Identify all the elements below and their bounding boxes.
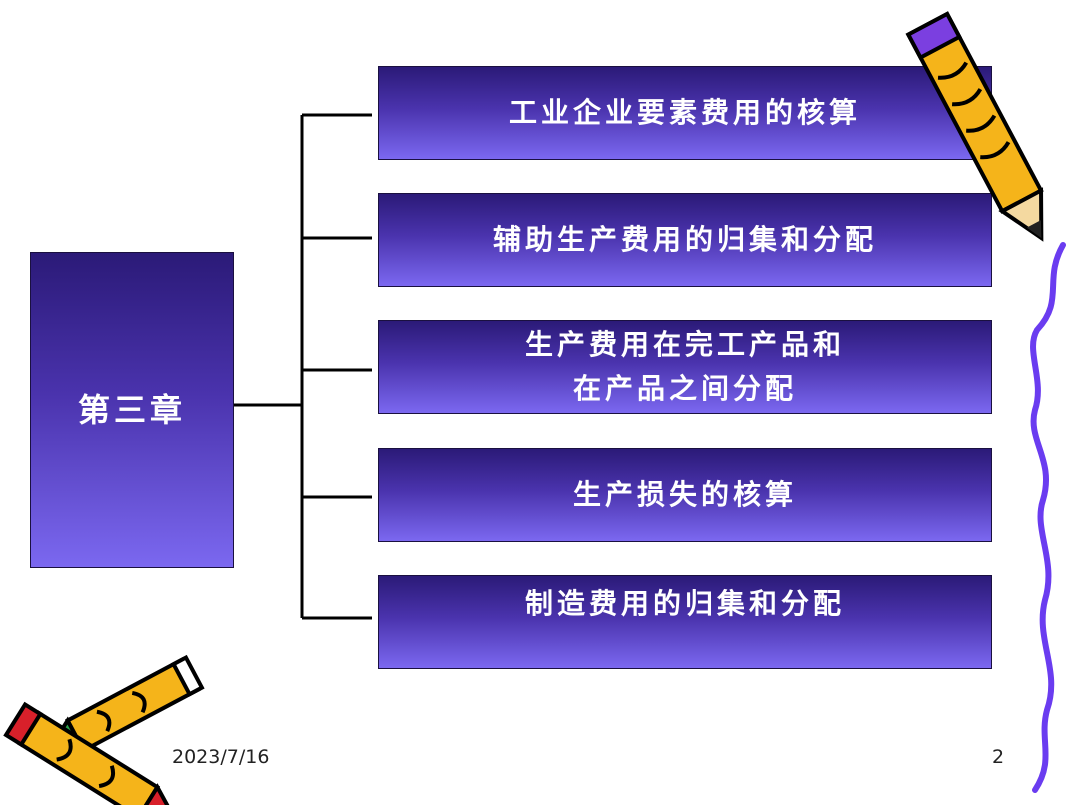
pencil-icon: [905, 11, 1044, 242]
footer-date: 2023/7/16: [172, 746, 270, 768]
topic-5-line-1: 制造费用的归集和分配: [524, 587, 845, 620]
topic-box-3: 生产费用在完工产品和 在产品之间分配: [378, 320, 992, 414]
topic-box-2: 辅助生产费用的归集和分配: [378, 193, 992, 287]
topic-box-1: 工业企业要素费用的核算: [378, 66, 992, 160]
topic-2-line-1: 辅助生产费用的归集和分配: [492, 223, 877, 256]
topic-3-line-2: 在产品之间分配: [572, 372, 797, 405]
topic-1-line-1: 工业企业要素费用的核算: [508, 96, 861, 129]
topic-3-line-1: 生产费用在完工产品和: [524, 328, 845, 361]
topic-box-5: 制造费用的归集和分配: [378, 575, 992, 669]
chapter-label: 第三章: [77, 391, 186, 429]
page-number: 2: [992, 746, 1005, 768]
crayons-icon: [3, 654, 205, 805]
topic-box-4: 生产损失的核算: [378, 448, 992, 542]
topic-4-line-1: 生产损失的核算: [572, 478, 797, 511]
squiggle-line-icon: [1030, 242, 1066, 793]
chapter-box: 第三章: [30, 252, 234, 568]
